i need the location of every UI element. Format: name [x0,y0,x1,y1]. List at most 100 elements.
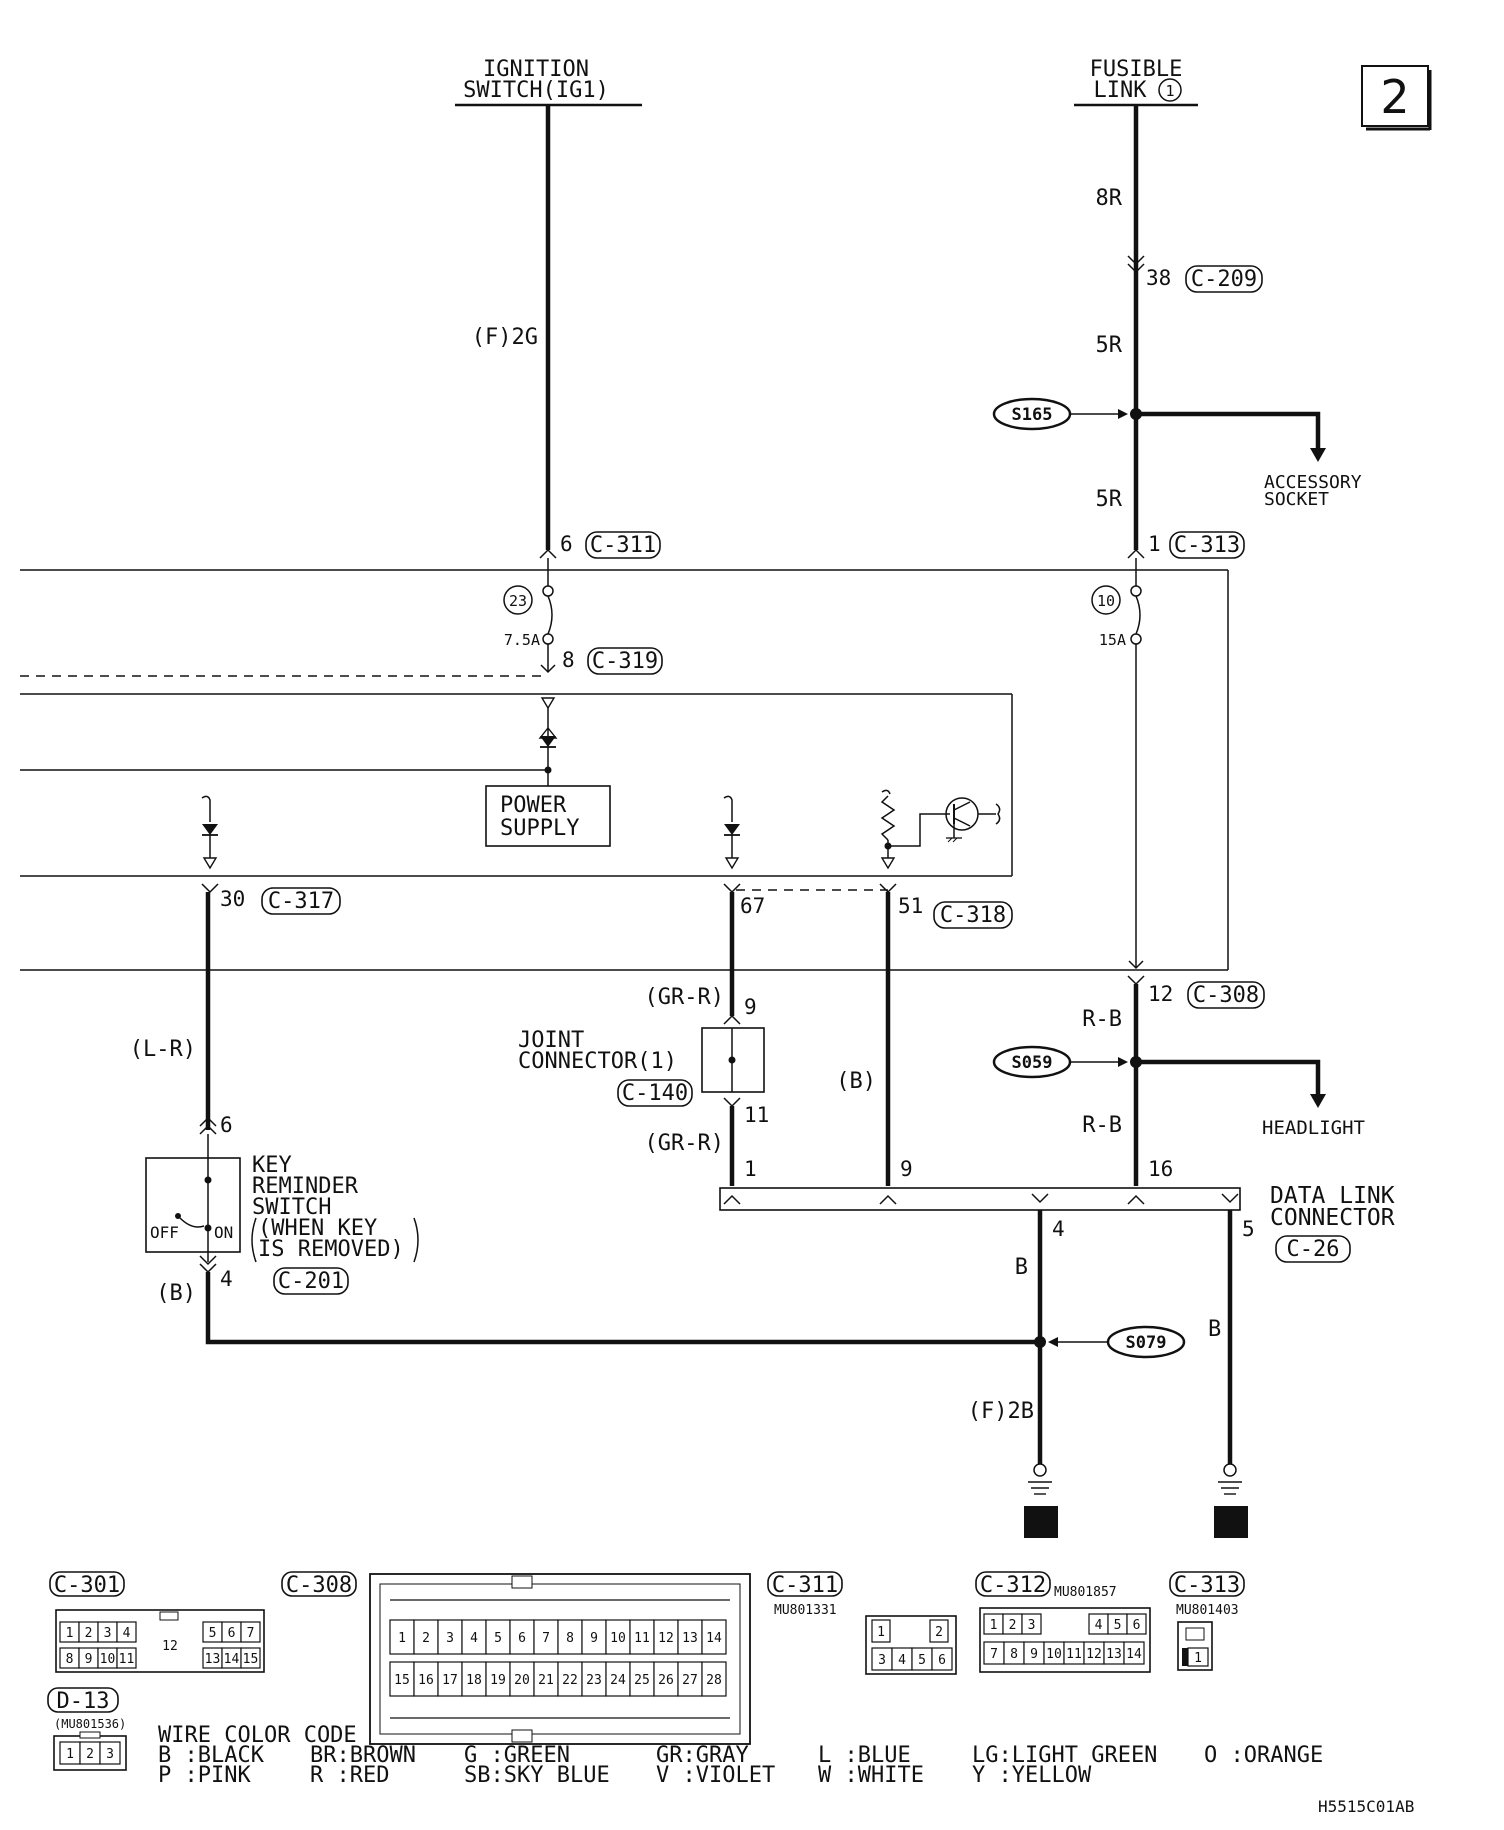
c201-arrow-out-a [199,1255,217,1266]
s079-pointer-head [1048,1337,1058,1347]
c308-pin-8-cell [557,1619,583,1655]
c312-pin-2-label: 2 [1009,1618,1017,1633]
c301-pin-11-label: 11 [119,1652,135,1667]
wire-color-entry: LG:LIGHT GREEN [972,1743,1157,1768]
r51-lead [881,789,891,795]
c301-pin-5-label: 5 [209,1626,217,1641]
dlc-pin1-arrow [723,1194,741,1205]
c308-pin-14-label: 14 [706,1631,722,1646]
dlc-pin9-arrow [879,1194,897,1205]
c311-view-part: MU801331 [774,1603,837,1618]
c301-pin-11-cell [116,1647,137,1669]
transistor-ground-2 [947,837,953,843]
c308-tag [1187,981,1265,1009]
c317-id: C-317 [268,889,334,914]
s165-label: S165 [1012,405,1053,425]
wire-color-entry: Y :YELLOW [972,1763,1092,1788]
c308-pin-17-cell [437,1661,463,1697]
page-number-box: 2 [1361,65,1432,131]
krs-contact-off [175,1213,181,1219]
c209-arrow-b [1127,263,1145,274]
dlc-pin16-arrow [1127,1194,1145,1205]
fuse23-element [547,595,553,635]
c308-pin-26-label: 26 [658,1673,674,1688]
power-diode-2 [538,726,558,739]
headlight-arrow [1310,1094,1326,1108]
wire-b-dlc4: B [1015,1255,1028,1280]
krs-on: ON [214,1223,233,1242]
fuse23-terminal-top [542,585,554,597]
c308-pin-24-cell [605,1661,631,1697]
wire-lr: (L-R) [130,1037,196,1062]
ignition-wire-color: (F)2G [472,325,538,350]
krs-label-3: SWITCH [252,1195,331,1220]
wire-color-entry: L :BLUE [818,1743,911,1768]
transistor-ground-3 [952,837,958,843]
in30-arrow [202,857,218,870]
c311-pin-4-label: 4 [898,1653,906,1668]
in30-diode [202,824,218,835]
c313-view-part: MU801403 [1176,1603,1239,1618]
c308-pin-13-label: 13 [682,1631,698,1646]
c308-view-id: C-308 [286,1573,352,1598]
fl-wire-5r-a: 5R [1096,333,1123,358]
c312-view-id: C-312 [980,1573,1046,1598]
c312-pin-4-label: 4 [1095,1618,1103,1633]
c308-pin-3-label: 3 [446,1631,454,1646]
wire-color-entry: O :ORANGE [1204,1743,1323,1768]
c308-pin-28-label: 28 [706,1673,722,1688]
c313-pin: 1 [1148,532,1161,556]
c308-pin-8-label: 8 [566,1631,574,1646]
c308-pin-22-cell [557,1661,583,1697]
dlc-pin-1: 1 [744,1157,757,1181]
c26-tag [1275,1235,1351,1263]
c201-pin-out: 4 [220,1267,233,1291]
wire-grr-top: (GR-R) [645,985,724,1010]
fl-wire-8r: 8R [1096,186,1123,211]
in30-lead [201,795,211,822]
c201-arrow-in-b [199,1124,217,1135]
c301-pin-4-cell [116,1621,137,1643]
ground-15-num: 15 [1025,1509,1056,1539]
c311-pin-2-cell [929,1619,949,1643]
c308-pin-12-cell [653,1619,679,1655]
wire-rb-bottom: R-B [1082,1113,1122,1138]
c311-tag [585,531,661,559]
fuse10-rating: 15A [1099,631,1126,649]
krs-paren-right [413,1217,419,1263]
c201-arrow-in-a [199,1116,217,1127]
c201-tag [273,1267,349,1295]
dlc-label-1: DATA LINK [1270,1183,1395,1209]
krs-label-1: KEY [252,1153,292,1178]
data-link-connector-body [719,1187,1241,1211]
c140-arrow-in [723,1014,741,1025]
c301-pin-15-label: 15 [243,1652,259,1667]
c308-pin-7-cell [533,1619,559,1655]
c312-pin-1-label: 1 [990,1618,998,1633]
fuse10-terminal-top [1130,585,1142,597]
c201-arrow-out-b [199,1263,217,1274]
c301-pin-6-label: 6 [228,1626,236,1641]
c140-pin-out: 11 [744,1103,769,1127]
c308-pin-20-cell [509,1661,535,1697]
d13-pin-3-cell [99,1741,121,1765]
c308-pin-20-label: 20 [514,1673,530,1688]
s079-label: S079 [1126,1333,1167,1353]
wire-b-dlc5: B [1208,1317,1221,1342]
fuse10-terminal-bottom [1130,633,1142,645]
c308-pin-24-label: 24 [610,1673,626,1688]
key-reminder-switch-box [145,1157,241,1253]
wire-b-mid: (B) [836,1069,876,1094]
c311-pin: 6 [560,532,573,556]
c301-pin-7-label: 7 [247,1626,255,1641]
fusible-label-2: LINK [1094,78,1148,103]
fuse10-element [1135,595,1141,635]
